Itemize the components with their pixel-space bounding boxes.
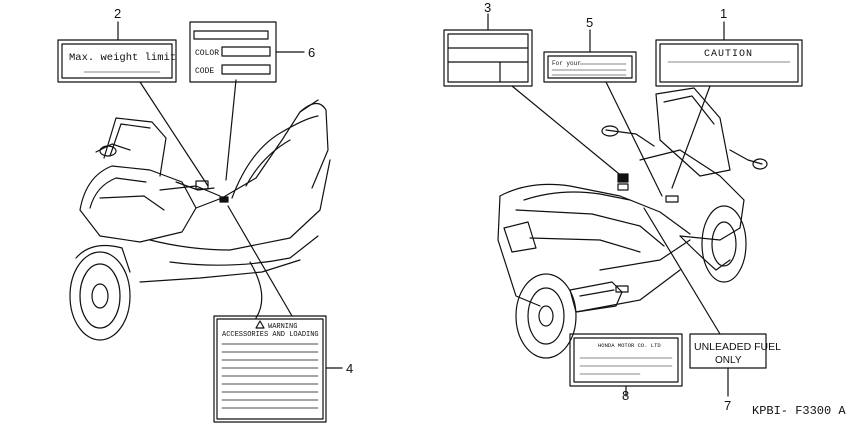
label-warning-accessories: [213, 315, 327, 423]
label-caution: [655, 39, 803, 87]
unleaded-line1-text: UNLEADED FUEL: [694, 341, 781, 353]
callout-3: 3: [484, 0, 491, 15]
callout-6: 6: [308, 45, 315, 60]
caution-text: CAUTION: [704, 49, 753, 60]
honda-motor-text: HONDA MOTOR CO. LTD: [598, 342, 661, 349]
code-text: CODE: [195, 67, 214, 76]
leader-lines: [117, 13, 729, 397]
scooter-left-illustration: [69, 99, 331, 341]
warning-text: WARNING: [268, 323, 297, 331]
scooter-right-illustration: [497, 87, 768, 359]
label-texts: Max. weight limit COLOR CODE CAUTION For…: [69, 49, 846, 418]
max-weight-text: Max. weight limit: [69, 52, 176, 64]
label-color-code: [189, 21, 277, 83]
callout-8: 8: [622, 388, 629, 403]
label-unleaded-fuel: [689, 333, 767, 369]
color-text: COLOR: [195, 49, 219, 58]
callout-1: 1: [720, 6, 727, 21]
unleaded-line2-text: ONLY: [715, 355, 742, 366]
label-for-your: [543, 51, 637, 83]
callout-7: 7: [724, 398, 731, 413]
label-3-grid: [443, 29, 533, 87]
label-max-weight: [57, 39, 177, 83]
callout-4: 4: [346, 361, 353, 376]
for-your-text: For your: [552, 60, 581, 67]
callout-5: 5: [586, 15, 593, 30]
callout-numbers: 1 2 3 4 5 6 7 8: [114, 0, 731, 413]
callout-2: 2: [114, 6, 121, 21]
diagram-code: KPBI- F3300 A: [752, 404, 846, 418]
accessories-text: ACCESSORIES AND LOADING: [222, 331, 319, 339]
label-honda-motor: [569, 333, 683, 387]
